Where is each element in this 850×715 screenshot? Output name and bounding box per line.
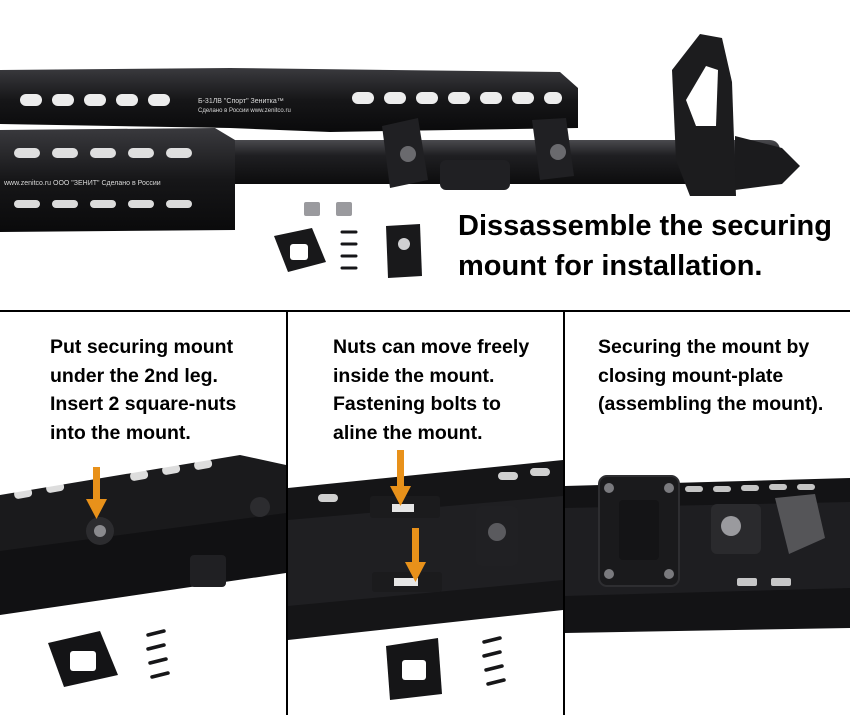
step-line: Fastening bolts to <box>333 393 501 415</box>
page-title: Dissassemble the securing mount for inst… <box>458 206 838 286</box>
step-1-photo <box>0 455 286 715</box>
rail-slots <box>20 92 562 106</box>
hero-product-photo: Б-31ЛВ "Спорт" Зенитка™ Сделано в России… <box>0 0 850 300</box>
step-line: inside the mount. <box>333 364 495 387</box>
step-2-text: Nuts can move freely inside the mount. F… <box>333 333 529 447</box>
divider-vertical <box>286 311 288 715</box>
rail-marking-side: www.zenitco.ru ООО "ЗЕНИТ" Сделано в Рос… <box>4 180 161 187</box>
arrow-marker <box>390 450 411 506</box>
step-3-text: Securing the mount by closing mount-plat… <box>598 333 823 419</box>
step-line: Insert 2 square-nuts <box>50 393 237 415</box>
arrow-marker <box>405 528 426 582</box>
step-line: under the 2nd leg. <box>50 364 218 387</box>
step-line: closing mount-plate <box>598 364 784 387</box>
step-line: (assembling the mount). <box>598 393 824 415</box>
divider-vertical <box>563 311 565 715</box>
arrow-marker <box>86 467 107 519</box>
rail-marking-top-2: Сделано в России www.zenitco.ru <box>198 108 291 114</box>
title-line: Dissassemble the securing <box>458 210 832 242</box>
step-line: Nuts can move freely <box>333 336 530 358</box>
step-1-text: Put securing mount under the 2nd leg. In… <box>50 333 236 447</box>
step-2-photo <box>288 450 563 715</box>
divider-horizontal <box>0 310 850 312</box>
mount-parts <box>274 202 422 278</box>
step-line: into the mount. <box>50 421 191 444</box>
step-line: Securing the mount by <box>598 336 810 358</box>
step-line: Put securing mount <box>50 336 234 358</box>
step-line: aline the mount. <box>333 421 483 444</box>
rail-marking-top: Б-31ЛВ "Спорт" Зенитка™ <box>198 98 284 105</box>
step-3-photo <box>565 458 850 633</box>
title-line: mount for installation. <box>458 250 763 282</box>
